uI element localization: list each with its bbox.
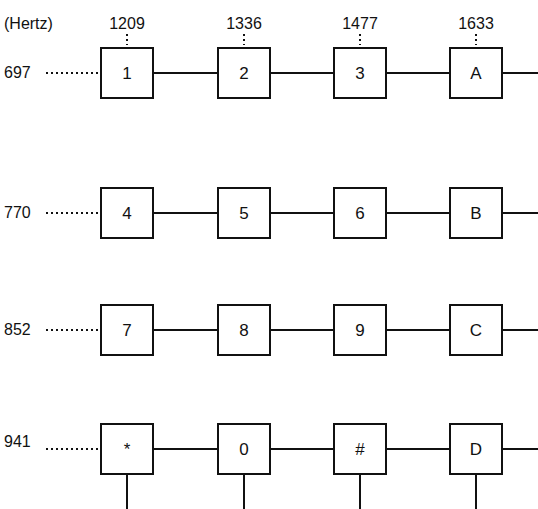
frequency-label: 941 <box>4 434 31 450</box>
leader-line <box>126 34 128 45</box>
key-box: 6 <box>333 187 387 239</box>
key-box: 7 <box>100 304 154 356</box>
key-label: 4 <box>122 205 131 222</box>
output-wire <box>475 475 477 509</box>
key-box: 1 <box>100 47 154 99</box>
leader-line <box>243 34 245 45</box>
key-label: D <box>470 441 482 458</box>
key-label: 6 <box>355 205 364 222</box>
key-label: 7 <box>122 322 131 339</box>
key-box: C <box>449 304 503 356</box>
key-label: A <box>470 65 481 82</box>
output-wire <box>359 475 361 509</box>
key-box: 8 <box>217 304 271 356</box>
leader-line <box>46 212 98 214</box>
row-wire <box>387 329 449 331</box>
frequency-label: 1209 <box>109 16 145 32</box>
row-wire <box>154 72 217 74</box>
leader-line <box>46 448 98 450</box>
row-wire <box>154 448 217 450</box>
frequency-label: 1633 <box>458 16 494 32</box>
frequency-label: 770 <box>4 205 31 221</box>
leader-line <box>46 329 98 331</box>
row-wire <box>271 212 333 214</box>
output-wire <box>503 329 538 331</box>
frequency-label: 1477 <box>342 16 378 32</box>
key-label: 5 <box>239 205 248 222</box>
row-wire <box>271 329 333 331</box>
output-wire <box>243 475 245 509</box>
row-wire <box>387 212 449 214</box>
key-label: 0 <box>239 441 248 458</box>
leader-line <box>46 72 98 74</box>
key-box: A <box>449 47 503 99</box>
row-wire <box>387 448 449 450</box>
output-wire <box>126 475 128 509</box>
key-label: 2 <box>239 65 248 82</box>
key-box: 0 <box>217 423 271 475</box>
key-box: 5 <box>217 187 271 239</box>
key-label: # <box>355 441 364 458</box>
row-wire <box>271 448 333 450</box>
row-wire <box>271 72 333 74</box>
leader-line <box>475 34 477 45</box>
unit-label: (Hertz) <box>4 16 53 32</box>
key-box: 3 <box>333 47 387 99</box>
frequency-label: 1336 <box>226 16 262 32</box>
key-label: 8 <box>239 322 248 339</box>
key-label: 9 <box>355 322 364 339</box>
output-wire <box>503 72 538 74</box>
frequency-label: 852 <box>4 322 31 338</box>
row-wire <box>154 212 217 214</box>
frequency-label: 697 <box>4 65 31 81</box>
leader-line <box>359 34 361 45</box>
key-box: B <box>449 187 503 239</box>
key-box: 9 <box>333 304 387 356</box>
key-label: * <box>124 441 131 458</box>
key-box: 2 <box>217 47 271 99</box>
key-box: 4 <box>100 187 154 239</box>
key-label: C <box>470 322 482 339</box>
key-box: * <box>100 423 154 475</box>
key-box: D <box>449 423 503 475</box>
key-box: # <box>333 423 387 475</box>
key-label: B <box>470 205 481 222</box>
output-wire <box>503 448 538 450</box>
row-wire <box>154 329 217 331</box>
row-wire <box>387 72 449 74</box>
output-wire <box>503 212 538 214</box>
key-label: 1 <box>122 65 131 82</box>
key-label: 3 <box>355 65 364 82</box>
